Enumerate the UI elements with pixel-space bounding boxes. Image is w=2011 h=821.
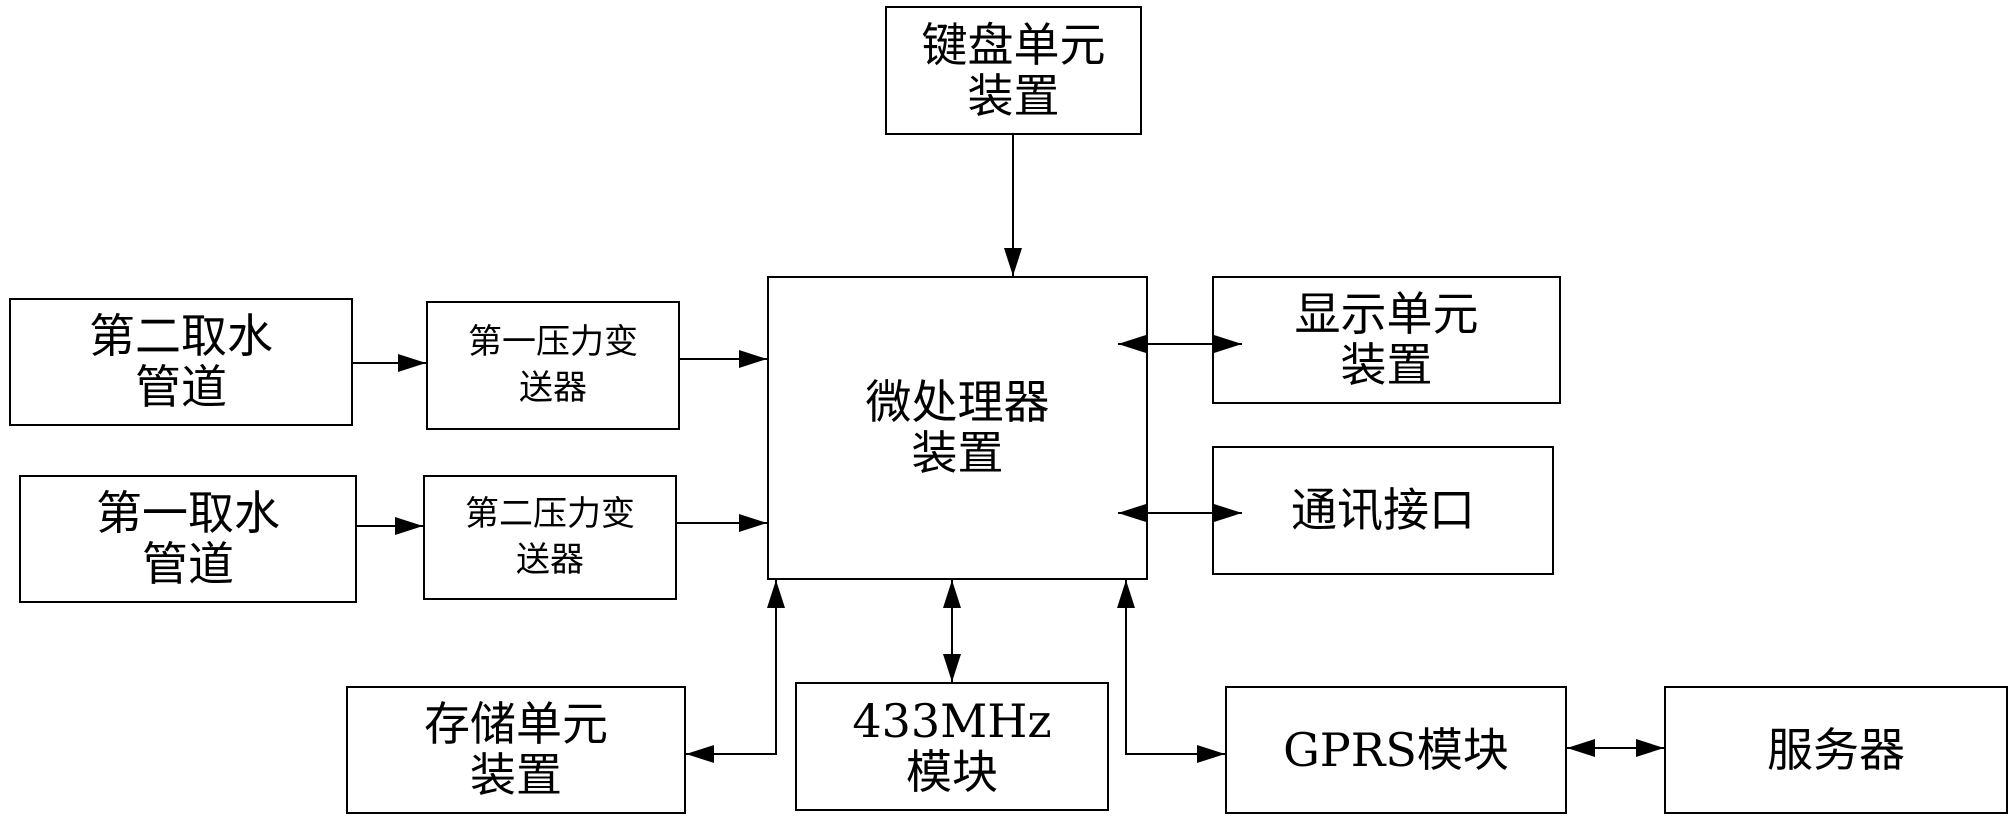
first-pressure-transmitter-label-line2: 送器 <box>519 367 587 408</box>
module-433mhz-label-line2: 模块 <box>906 744 998 799</box>
second-pressure-transmitter-label-line2: 送器 <box>516 539 584 580</box>
second-water-pipe-label-line2: 管道 <box>135 360 227 414</box>
keyboard-unit-label-line2: 装置 <box>967 68 1060 123</box>
display-unit-box: 显示单元 装置 <box>1212 276 1561 404</box>
first-pressure-transmitter-box: 第一压力变 送器 <box>426 301 680 430</box>
first-water-pipe-label-line2: 管道 <box>142 537 234 591</box>
second-pressure-transmitter-label-line1: 第二压力变 <box>465 493 635 534</box>
keyboard-unit-box: 键盘单元 装置 <box>885 6 1142 135</box>
microprocessor-label-line2: 装置 <box>911 426 1004 480</box>
server-label: 服务器 <box>1767 722 1905 777</box>
comm-interface-box: 通讯接口 <box>1212 446 1554 575</box>
comm-interface-label: 通讯接口 <box>1291 483 1475 538</box>
first-pressure-transmitter-label-line1: 第一压力变 <box>468 321 638 362</box>
module-433mhz-label-line1: 433MHz <box>852 693 1052 748</box>
storage-unit-box: 存储单元 装置 <box>346 686 686 814</box>
second-water-pipe-box: 第二取水 管道 <box>9 298 353 426</box>
keyboard-unit-label-line1: 键盘单元 <box>921 17 1106 72</box>
microprocessor-box: 微处理器 装置 <box>767 276 1148 580</box>
first-water-pipe-box: 第一取水 管道 <box>19 475 357 603</box>
gprs-module-label: GPRS模块 <box>1283 722 1509 777</box>
gprs-module-box: GPRS模块 <box>1225 686 1567 814</box>
second-pressure-transmitter-box: 第二压力变 送器 <box>423 475 677 600</box>
module-433mhz-box: 433MHz 模块 <box>795 682 1109 811</box>
display-unit-label-line1: 显示单元 <box>1294 287 1479 342</box>
storage-unit-label-line2: 装置 <box>470 748 562 802</box>
server-box: 服务器 <box>1664 686 2008 814</box>
storage-unit-label-line1: 存储单元 <box>424 697 608 752</box>
display-unit-label-line2: 装置 <box>1340 338 1433 392</box>
first-water-pipe-label-line1: 第一取水 <box>96 486 280 541</box>
arrow-microprocessor-storage-bidirectional <box>686 580 785 763</box>
arrow-microprocessor-gprs-bidirectional <box>1117 580 1225 763</box>
microprocessor-label-line1: 微处理器 <box>865 375 1050 430</box>
second-water-pipe-label-line1: 第二取水 <box>89 309 273 364</box>
